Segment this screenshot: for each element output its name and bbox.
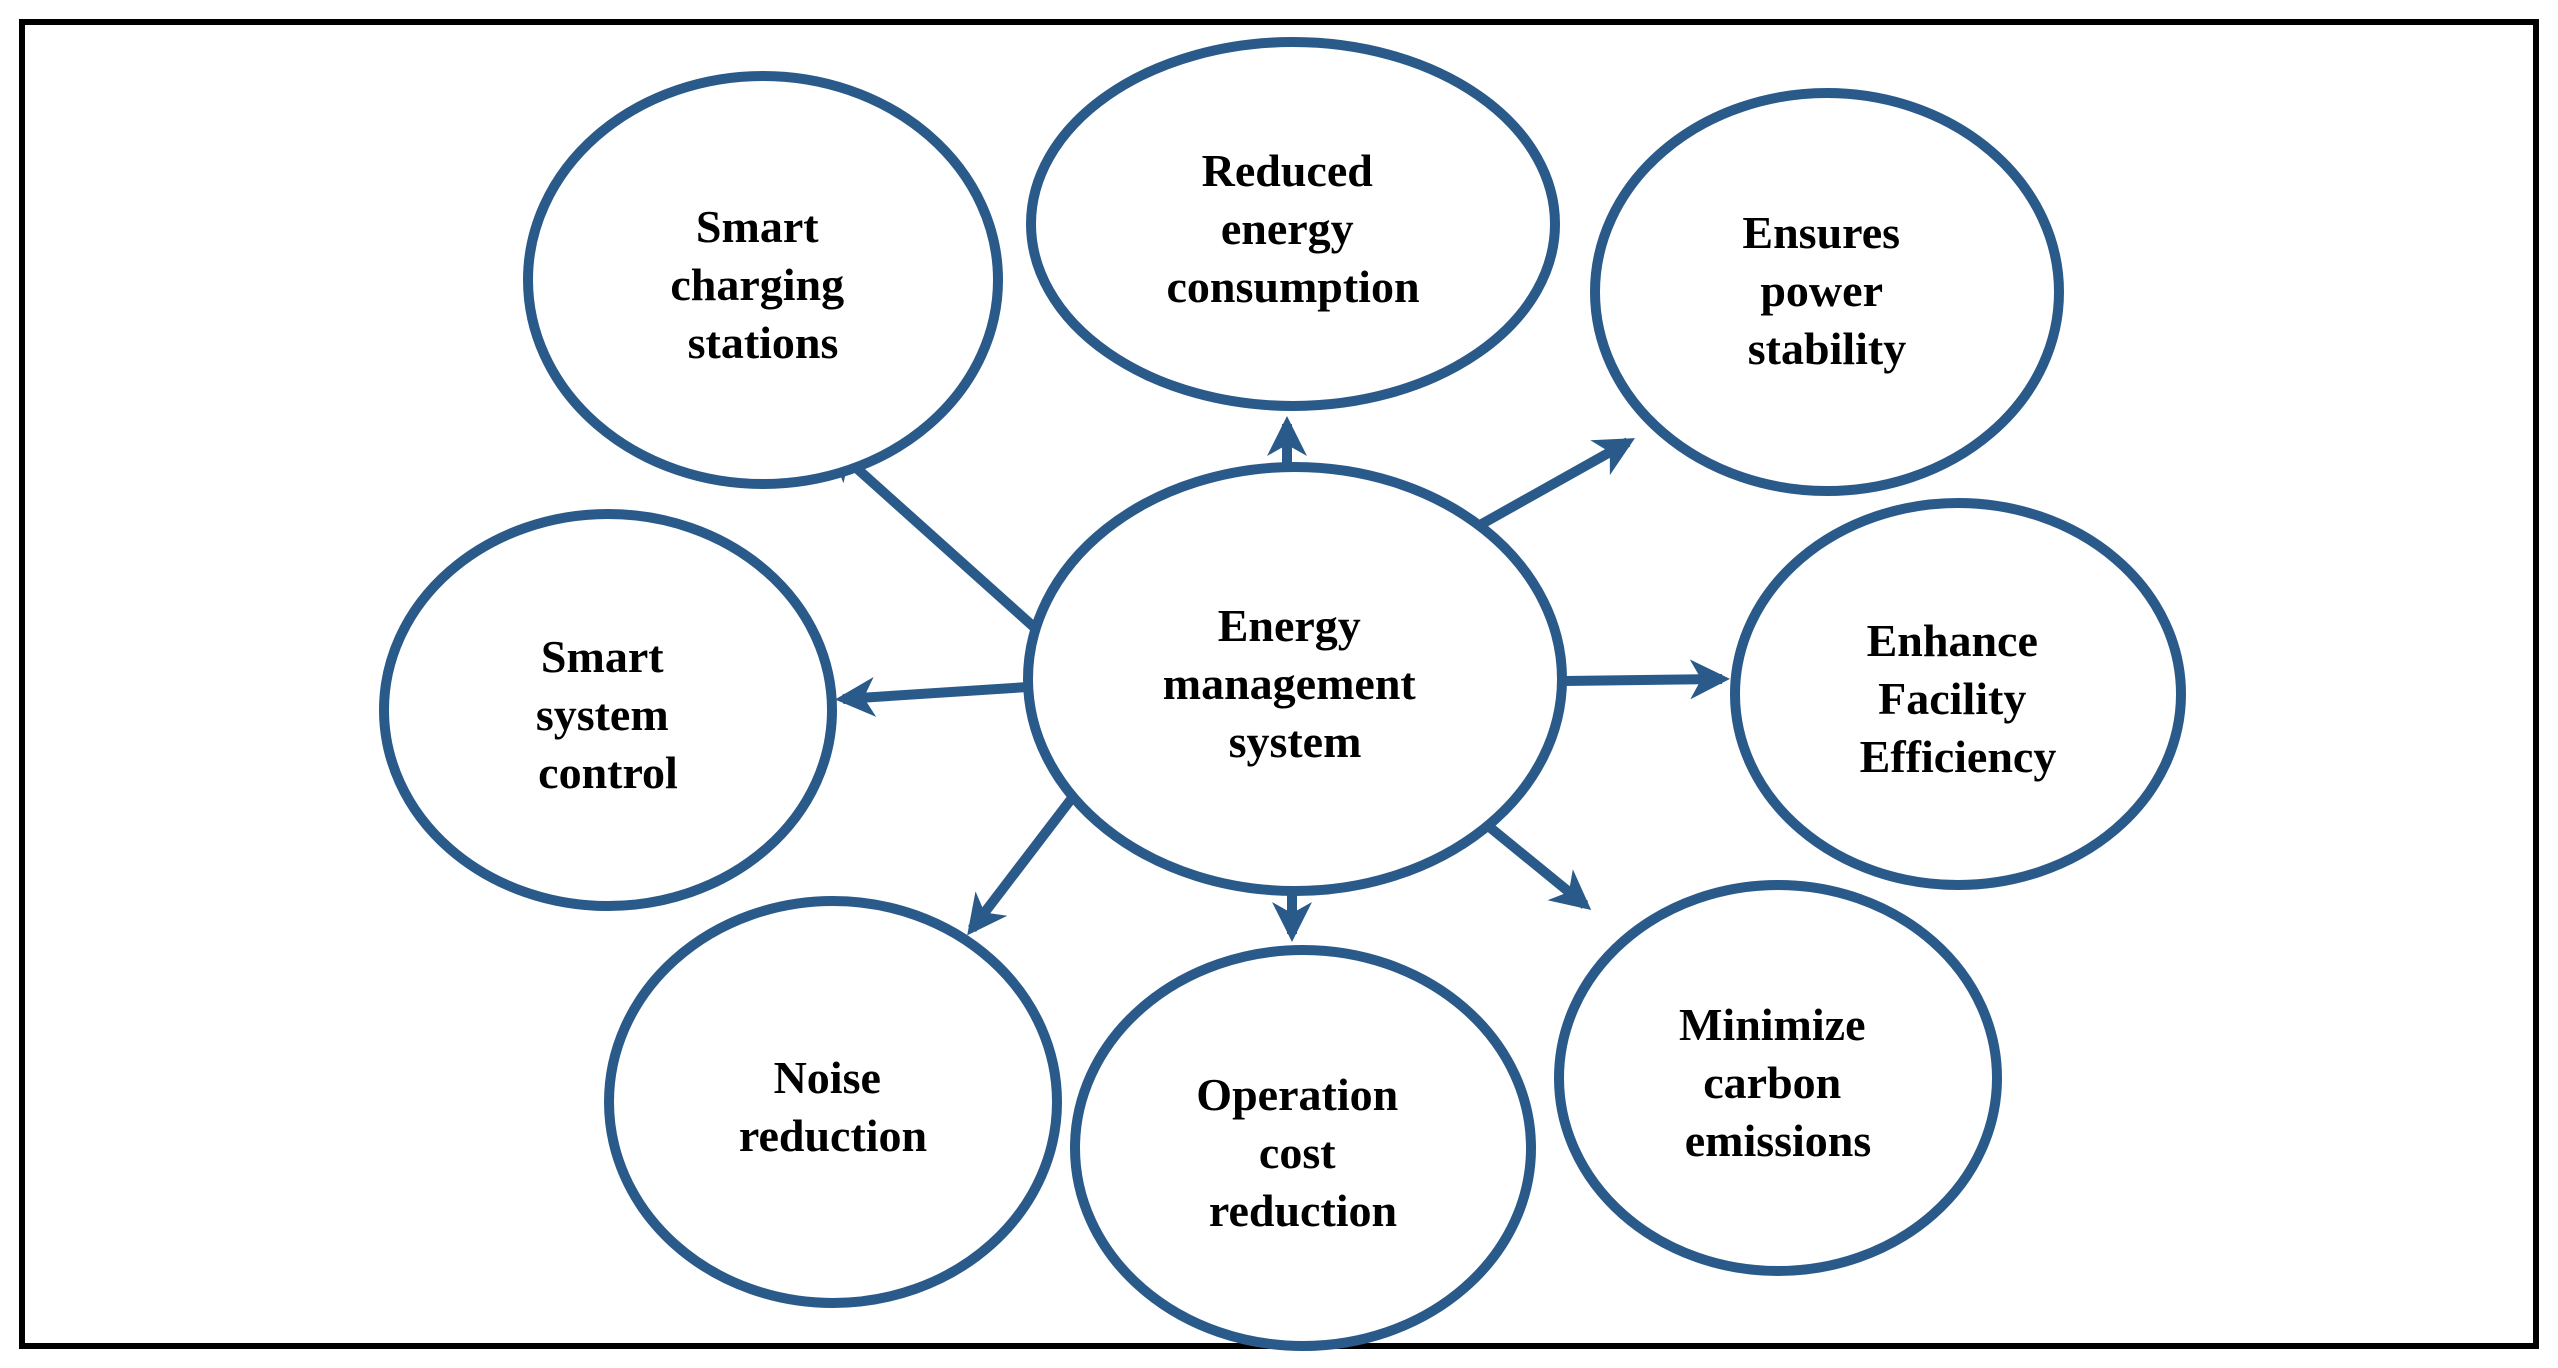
- node-label-line: consumption: [1166, 261, 1419, 312]
- node-ellipse-smart-charging-stations: [523, 71, 1003, 489]
- node-label-line: Smart: [541, 631, 664, 682]
- node-ellipse-smart-system-control: [379, 509, 837, 911]
- node-ellipse-operation-cost-reduction: [1070, 945, 1536, 1351]
- node-label-line: energy: [1221, 203, 1354, 254]
- node-label-smart-charging-stations: Smart charging stations: [670, 201, 855, 368]
- node-label-line: Noise: [774, 1052, 881, 1103]
- node-ellipse-noise-reduction: [604, 896, 1062, 1308]
- arrow-to-enhance-facility-efficiency: [1563, 659, 1730, 700]
- node-label-line: Energy: [1218, 600, 1361, 651]
- arrow-to-smart-charging-stations: [827, 441, 1039, 632]
- node-label-line: Smart: [696, 201, 819, 252]
- node-ellipse-ensures-power-stability: [1590, 88, 2064, 496]
- node-label-operation-cost-reduction: Operation cost reduction: [1196, 1069, 1409, 1236]
- node-smart-charging-stations: Smart charging stations: [523, 71, 1003, 489]
- node-energy-management-system: Energy management system: [1023, 462, 1567, 896]
- node-noise-reduction: Noise reduction: [604, 896, 1062, 1308]
- node-ellipse-minimize-carbon-emissions: [1554, 880, 2002, 1276]
- node-label-minimize-carbon-emissions: Minimize carbon emissions: [1679, 999, 1877, 1166]
- node-ellipse-enhance-facility-efficiency: [1730, 498, 2186, 890]
- node-label-smart-system-control: Smart system control: [536, 631, 680, 798]
- node-label-line: Reduced: [1202, 145, 1374, 196]
- node-label-line: Operation: [1196, 1069, 1398, 1120]
- node-label-noise-reduction: Noise reduction: [739, 1052, 927, 1161]
- node-label-line: emissions: [1685, 1115, 1872, 1166]
- node-label-line: stations: [688, 317, 839, 368]
- node-label-line: control: [538, 747, 678, 798]
- node-label-line: stability: [1748, 323, 1906, 374]
- node-label-line: reduction: [739, 1110, 927, 1161]
- node-label-line: power: [1760, 265, 1882, 316]
- node-reduced-energy-consumption: Reduced energy consumption: [1026, 37, 1560, 411]
- node-ellipse-energy-management-system: [1023, 462, 1567, 896]
- node-ellipse-reduced-energy-consumption: [1026, 37, 1560, 411]
- node-label-line: Enhance: [1867, 615, 2038, 666]
- node-minimize-carbon-emissions: Minimize carbon emissions: [1554, 880, 2002, 1276]
- node-operation-cost-reduction: Operation cost reduction: [1070, 945, 1536, 1351]
- diagram-arrows: [827, 416, 1730, 942]
- node-ensures-power-stability: Ensures power stability: [1590, 88, 2064, 496]
- node-label-line: Facility: [1878, 673, 2026, 724]
- node-smart-system-control: Smart system control: [379, 509, 837, 911]
- arrow-to-noise-reduction: [967, 794, 1076, 936]
- node-label-line: management: [1163, 658, 1417, 709]
- node-label-line: Efficiency: [1860, 731, 2057, 782]
- node-label-line: system: [1229, 716, 1362, 767]
- node-label-line: Ensures: [1742, 207, 1900, 258]
- node-label-line: system: [536, 689, 669, 740]
- node-label-line: charging: [670, 259, 844, 310]
- arrow-to-ensures-power-stability: [1477, 437, 1635, 530]
- arrow-to-smart-system-control: [835, 676, 1029, 717]
- node-label-line: cost: [1259, 1127, 1336, 1178]
- node-label-line: reduction: [1209, 1185, 1397, 1236]
- node-label-energy-management-system: Energy management system: [1163, 600, 1427, 767]
- arrow-to-minimize-carbon-emissions: [1483, 821, 1592, 911]
- node-label-line: Minimize: [1679, 999, 1866, 1050]
- node-label-line: carbon: [1703, 1057, 1841, 1108]
- node-label-reduced-energy-consumption: Reduced energy consumption: [1166, 145, 1419, 312]
- node-label-ensures-power-stability: Ensures power stability: [1742, 207, 1911, 374]
- node-label-enhance-facility-efficiency: Enhance Facility Efficiency: [1860, 615, 2057, 782]
- node-enhance-facility-efficiency: Enhance Facility Efficiency: [1730, 498, 2186, 890]
